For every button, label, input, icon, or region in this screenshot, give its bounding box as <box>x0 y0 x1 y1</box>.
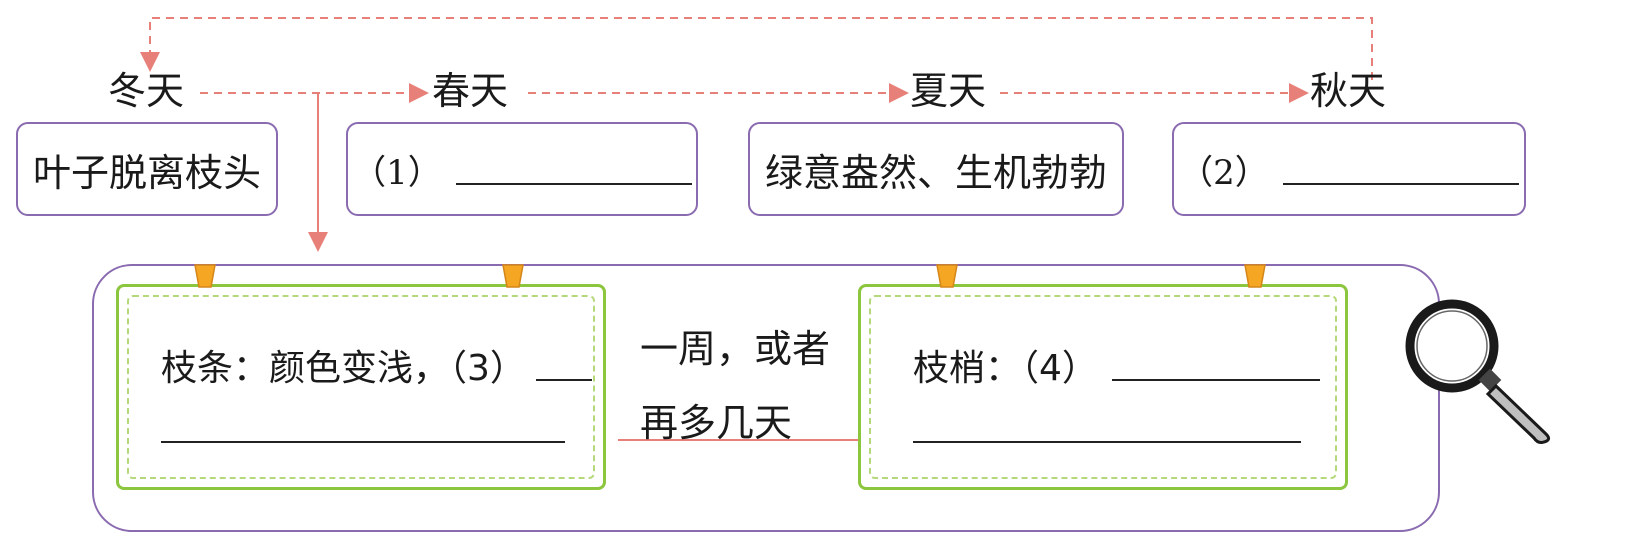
magnifying-glass-icon <box>1405 299 1551 444</box>
answer-blank-3b[interactable] <box>161 411 565 443</box>
interval-line-1: 一周，或者 <box>640 327 831 371</box>
season-winter: 冬天 <box>108 69 185 113</box>
season-summer: 夏天 <box>910 69 987 113</box>
summer-box: 绿意盎然、生机勃勃 <box>748 122 1124 216</box>
winter-description: 叶子脱离枝头 <box>32 150 261 195</box>
answer-blank-4a[interactable] <box>1111 349 1320 381</box>
answer-blank-4b[interactable] <box>913 411 1301 443</box>
twig-tip-card-inner-border <box>869 295 1337 479</box>
pin-icon <box>502 264 524 288</box>
blank-number-2: （2） <box>1179 152 1269 193</box>
autumn-blank-row: （2） <box>1179 145 1519 194</box>
summer-description: 绿意盎然、生机勃勃 <box>764 150 1107 195</box>
twig-tip-card: 枝梢：（4） <box>858 284 1348 490</box>
autumn-box: （2） <box>1172 122 1526 216</box>
blank-number-1: （1） <box>352 152 442 193</box>
spring-box: （1） <box>346 122 698 216</box>
pin-icon <box>1244 264 1266 288</box>
interval-line-2: 再多几天 <box>640 401 793 445</box>
twig-tip-observation-text: 枝梢：（4） <box>913 348 1098 389</box>
answer-blank-2[interactable] <box>1282 153 1519 185</box>
winter-box: 叶子脱离枝头 <box>16 122 278 216</box>
answer-blank-1[interactable] <box>455 153 692 185</box>
spring-blank-row: （1） <box>352 145 692 194</box>
season-spring: 春天 <box>432 69 509 113</box>
observation-frame <box>92 264 1440 532</box>
answer-blank-3a[interactable] <box>535 349 592 381</box>
branch-card-inner-border <box>127 295 595 479</box>
cycle-loop-line <box>140 17 1373 80</box>
branch-observation-text: 枝条：颜色变浅，（3） <box>161 348 526 389</box>
branch-card-line-1: 枝条：颜色变浅，（3） <box>161 339 592 391</box>
twig-tip-card-line-1: 枝梢：（4） <box>913 339 1320 391</box>
season-autumn: 秋天 <box>1310 69 1387 113</box>
pin-icon <box>936 264 958 288</box>
pin-icon <box>194 264 216 288</box>
branch-card: 枝条：颜色变浅，（3） <box>116 284 606 490</box>
